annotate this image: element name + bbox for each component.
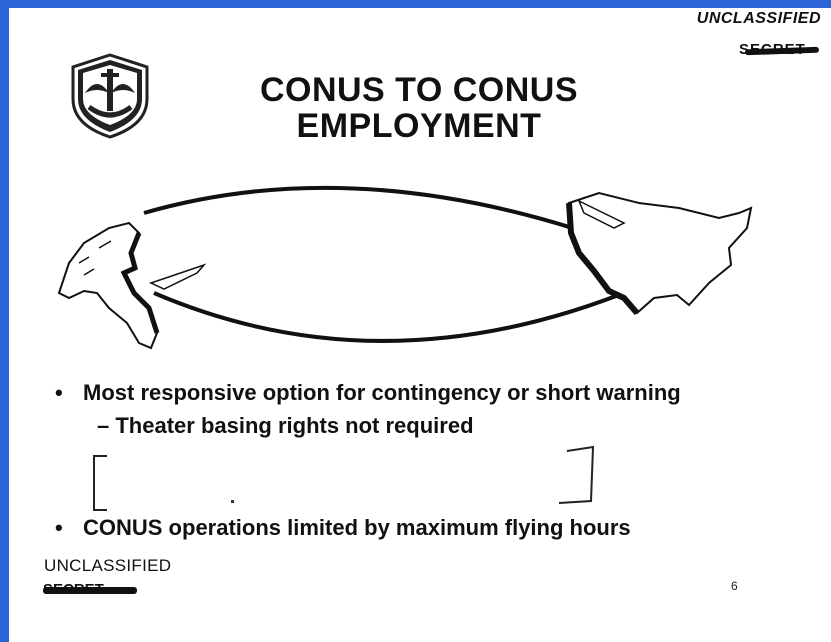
dash-icon: – [97, 413, 116, 438]
presentation-frame-top [0, 0, 831, 8]
bullet-dot-icon: • [55, 515, 63, 540]
sub-bullet-text: Theater basing rights not required [115, 413, 474, 438]
slide: UNCLASSIFIED SECRET CONUS TO CONUS EMPLO… [9, 8, 831, 642]
sub-bullet-basing-rights: – Theater basing rights not required [97, 413, 474, 439]
secret-marking-bottom: SECRET [43, 581, 143, 601]
classification-marking-bottom: UNCLASSIFIED [44, 556, 172, 575]
return-route-arc [153, 271, 672, 343]
bullet-responsive-option: • Most responsive option for contingency … [55, 380, 681, 406]
slide-title-line2: EMPLOYMENT [296, 107, 542, 145]
bullet-dot-icon: • [55, 380, 63, 405]
aircraft-icon [148, 263, 207, 290]
aircraft-icon-conus [577, 199, 626, 229]
bullet-flying-hours: • CONUS operations limited by maximum fly… [55, 515, 631, 541]
slide-title: CONUS TO CONUS EMPLOYMENT [189, 72, 649, 144]
deployment-map-illustration [57, 185, 753, 350]
stray-mark [231, 500, 234, 503]
air-combat-command-emblem-icon [71, 53, 149, 139]
slide-title-line1: CONUS TO CONUS [259, 71, 579, 109]
bullet-text: Most responsive option for contingency o… [83, 380, 681, 405]
redaction-strike [43, 587, 137, 594]
redaction-bracket-left [93, 455, 107, 511]
classification-marking-top: UNCLASSIFIED [696, 10, 821, 27]
outbound-route-arc [143, 185, 640, 253]
secret-marking-top: SECRET [739, 41, 820, 61]
page-number: 6 [731, 579, 738, 593]
redaction-bracket-right [558, 445, 595, 504]
korea-map-icon [57, 221, 159, 350]
bullet-text: CONUS operations limited by maximum flyi… [83, 515, 631, 540]
presentation-frame-left [0, 0, 9, 642]
redaction-strike [744, 46, 820, 56]
